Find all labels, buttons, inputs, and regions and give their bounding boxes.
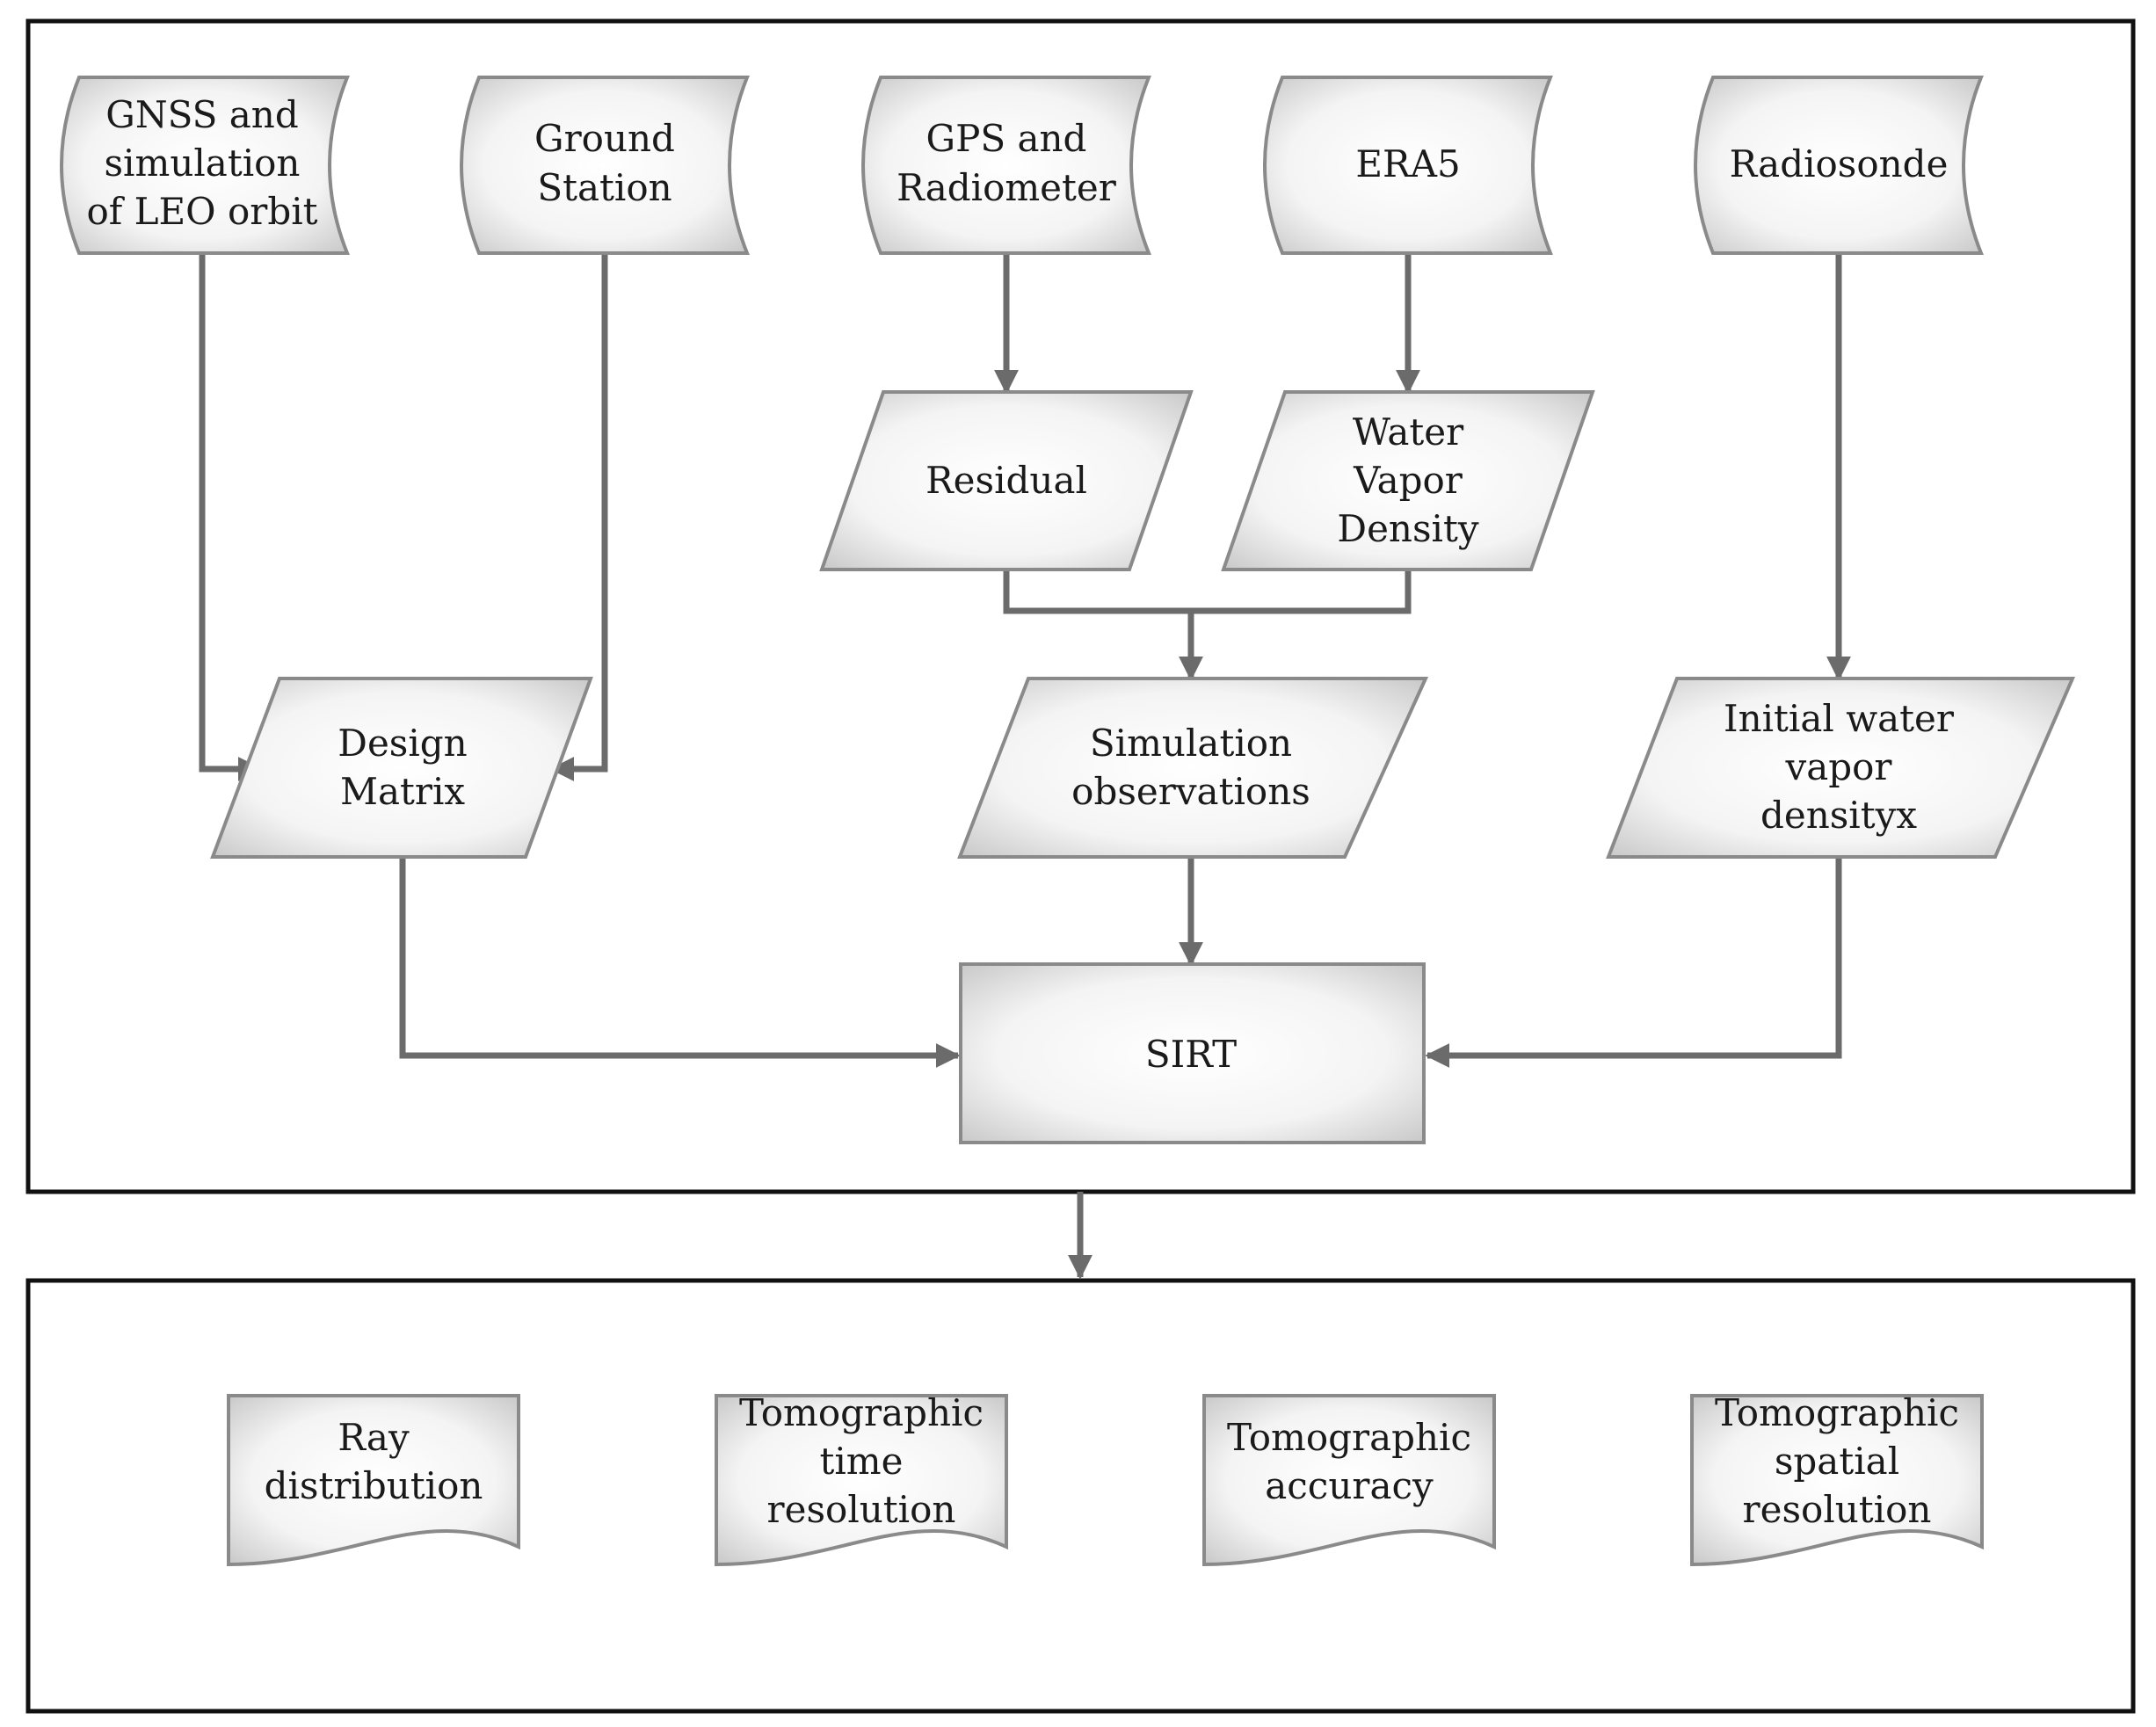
stored-data-shape [60,76,350,255]
source-gnss: GNSS and simulation of LEO orbit [60,76,350,255]
parallelogram-shape [1606,677,2076,859]
node-label-line: Tomographic [1715,1391,1959,1434]
source-radiosonde: Radiosonde [1694,76,1984,255]
node-label-line: Tomographic [1227,1416,1471,1459]
bottom-panel-frame [25,1278,2136,1714]
node-label-line: Simulation [1090,722,1292,765]
process-box [959,962,1426,1144]
node-label-line: Station [537,166,671,209]
node-label-line: ERA5 [1355,142,1460,185]
node-label-line: GNSS and [105,93,298,136]
parallelogram-shape [1221,390,1595,571]
node-label-line: Radiosonde [1730,142,1949,185]
output-tomographic-accuracy: Tomographic accuracy [1202,1394,1496,1567]
output-tomographic-spatial-resolution: Tomographic spatial resolution [1690,1391,1984,1567]
svg-text:Residual: Residual [926,459,1087,502]
node-label-line: Design [338,722,467,765]
node-label-line: resolution [1743,1488,1932,1531]
data-simulation-observations: Simulation observations [957,677,1429,859]
connectors [199,253,1851,1280]
node-label-line: Matrix [340,770,465,813]
data-initial-water-vapor-density: Initial water vapor densityx [1606,677,2076,859]
connector-design-to-sirt [399,857,961,1068]
output-tomographic-time-resolution: Tomographic time resolution [715,1391,1008,1567]
document-shape [1690,1394,1984,1567]
node-label-line: Ray [338,1416,410,1459]
svg-text:SIRT: SIRT [1145,1033,1237,1076]
node-label-line: SIRT [1145,1033,1237,1076]
document-shape [1202,1394,1496,1567]
node-label-line: time [820,1440,904,1483]
node-label-line: vapor [1784,745,1892,788]
stored-data-shape [861,76,1151,255]
node-label-line: Vapor [1353,459,1463,502]
parallelogram-shape [210,677,593,859]
connector-initial-to-sirt [1425,857,1842,1068]
node-label-line: Tomographic [739,1391,984,1434]
data-residual: Residual [819,390,1194,571]
node-label-line: of LEO orbit [86,190,317,233]
node-label-line: Water [1353,410,1464,454]
node-label-line: Radiometer [897,166,1117,209]
node-label-line: densityx [1760,794,1917,837]
node-label-line: Density [1337,507,1478,550]
parallelogram-shape [819,390,1194,571]
node-label-line: observations [1071,770,1310,813]
svg-text:Radiosonde: Radiosonde [1730,142,1949,185]
process-sirt: SIRT [959,962,1426,1144]
source-era5: ERA5 [1263,76,1553,255]
document-shape [715,1394,1008,1567]
node-label-line: Initial water [1724,697,1955,740]
parallelogram-shape [957,677,1429,859]
document-shape [227,1394,520,1567]
connector-residual-merge [1003,570,1412,614]
stored-data-shape [1263,76,1553,255]
node-label-line: simulation [105,141,301,185]
node-label-line: GPS and [926,117,1087,160]
svg-text:ERA5: ERA5 [1355,142,1460,185]
node-label-line: Ground [534,117,675,160]
connector-ground-to-design [549,253,608,781]
node-label-line: Residual [926,459,1087,502]
node-label-line: resolution [767,1488,956,1531]
node-label-line: accuracy [1265,1464,1434,1507]
stored-data-shape [1694,76,1984,255]
connector-gnss-to-design [199,253,263,781]
node-label-line: distribution [265,1464,483,1507]
stored-data-shape [460,76,750,255]
node-label-line: spatial [1775,1440,1899,1483]
output-ray-distribution: Ray distribution [227,1394,520,1567]
